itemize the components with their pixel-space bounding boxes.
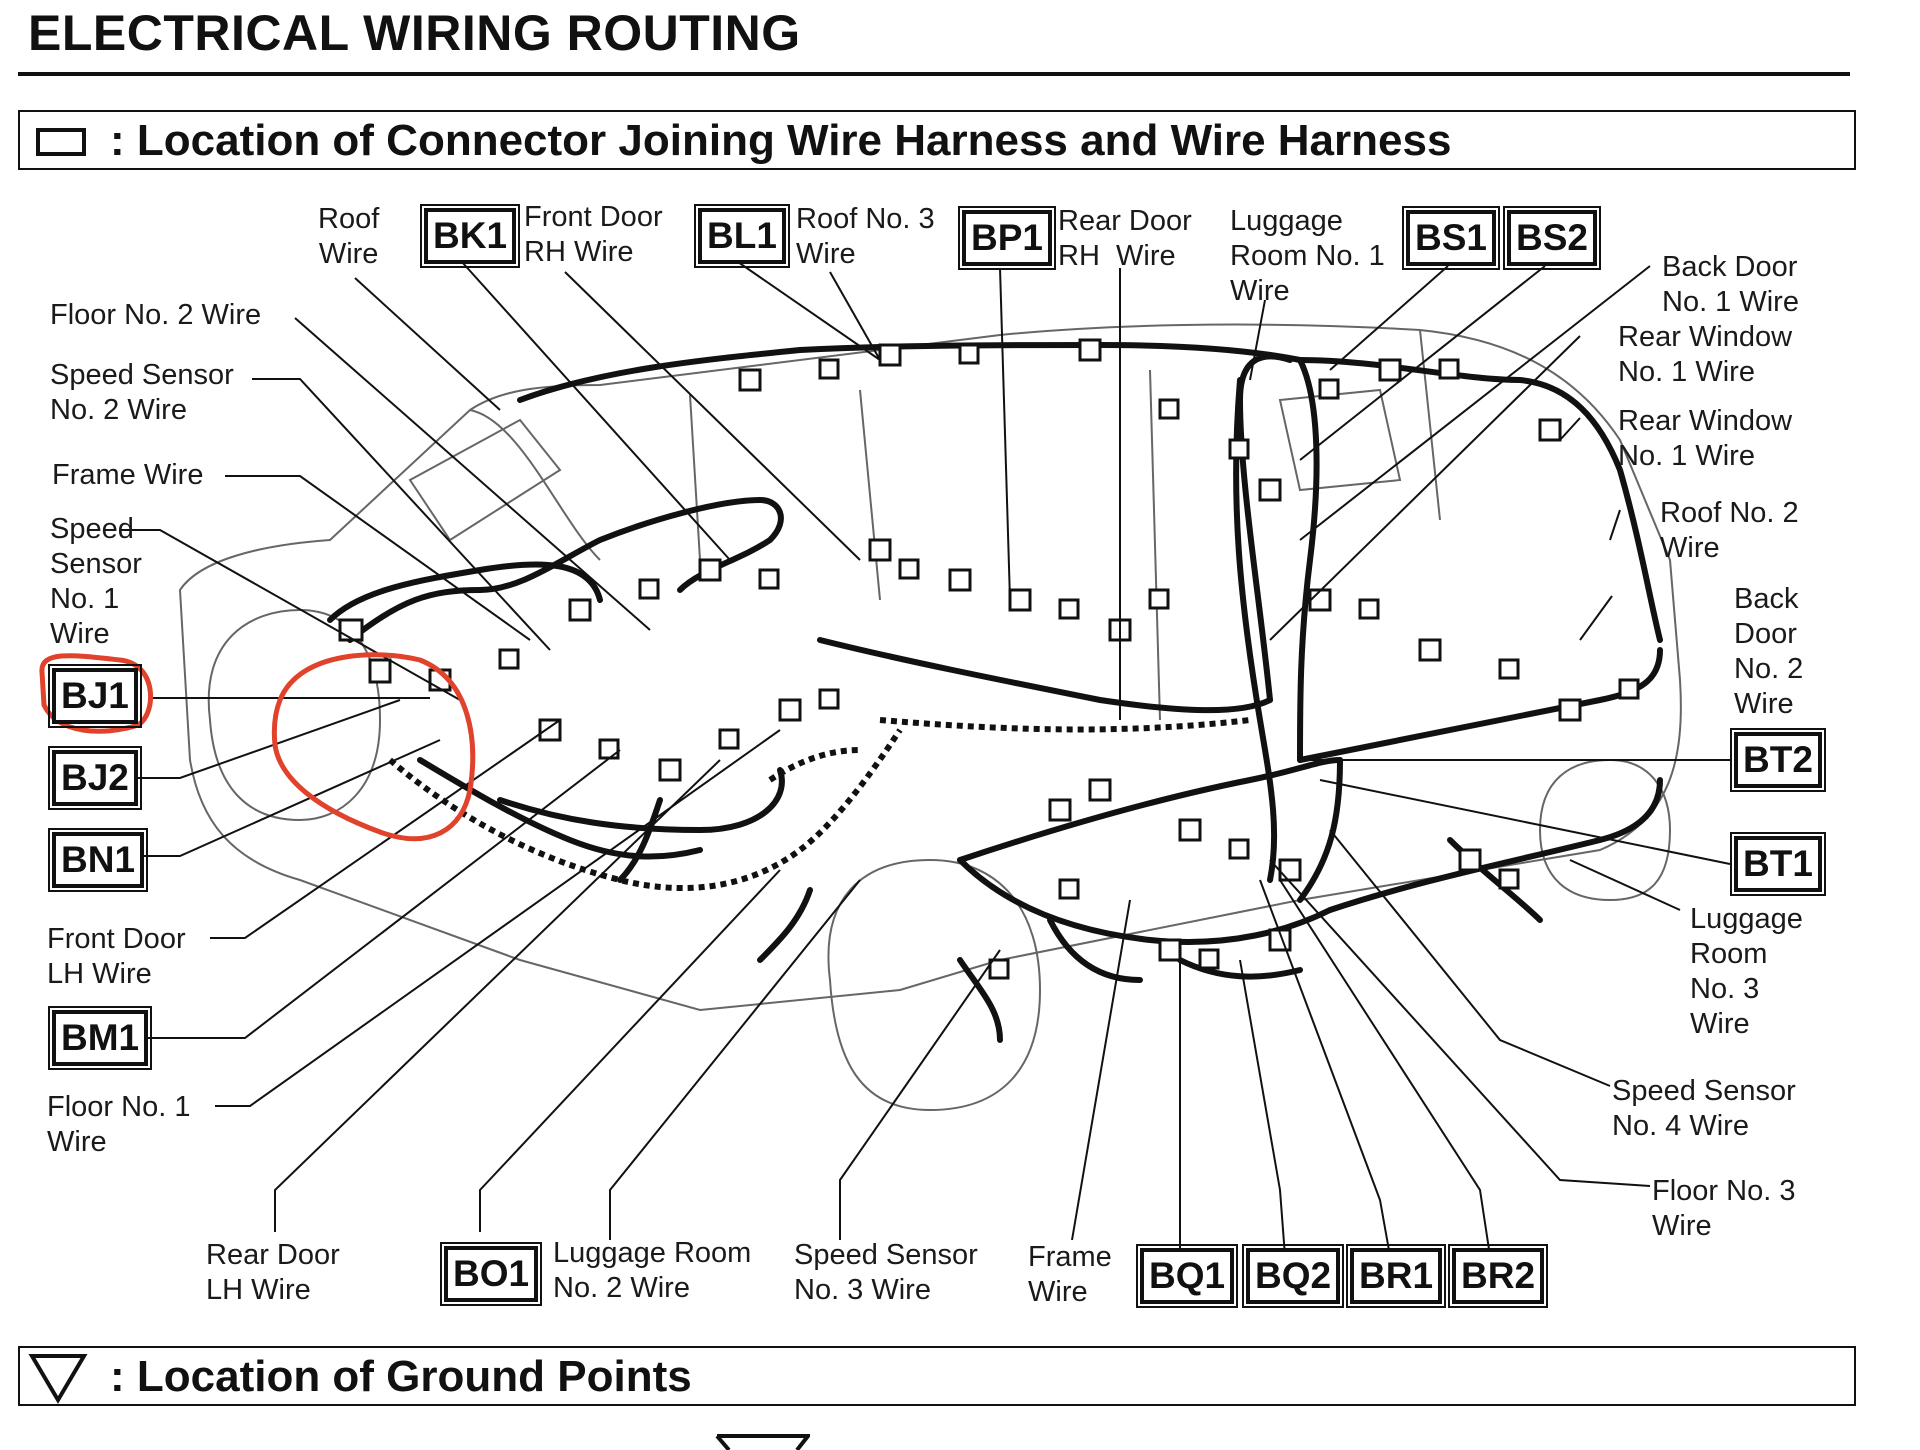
leader-lines <box>120 261 1731 1257</box>
ground-section-header: : Location of Ground Points <box>18 1346 1856 1406</box>
label-speed-sensor-no2-wire: Speed Sensor No. 2 Wire <box>50 359 234 426</box>
label-frame-wire-bottom: Frame Wire <box>1028 1241 1112 1308</box>
floor-harness-dashed <box>388 717 1251 892</box>
label-luggage-room-no2-wire: Luggage Room No. 2 Wire <box>553 1237 752 1304</box>
connector-code-bq1: BQ1 <box>1135 1244 1239 1308</box>
label-floor-no1-wire: Floor No. 1 Wire <box>47 1091 191 1158</box>
label-rear-window-no1-wire-b: Rear Window No. 1 Wire <box>1618 405 1793 472</box>
connector-code-br2: BR2 <box>1447 1244 1549 1308</box>
connector-code-bs2: BS2 <box>1503 206 1601 270</box>
bj1-location-highlight-circle <box>271 652 476 842</box>
vehicle-body-outline <box>178 323 1682 1112</box>
connector-code-bk1: BK1 <box>419 204 521 268</box>
label-back-door-no2-wire: Back Door No. 2 Wire <box>1734 583 1804 720</box>
label-luggage-room-no1-wire: Luggage Room No. 1 Wire <box>1230 205 1385 307</box>
label-rear-door-lh-wire: Rear Door LH Wire <box>206 1239 340 1306</box>
title-rule <box>18 72 1850 76</box>
ground-symbol-fragment <box>715 1434 810 1450</box>
connector-code-bo1: BO1 <box>439 1242 543 1306</box>
connector-code-br1: BR1 <box>1345 1244 1447 1308</box>
ground-section-label: : Location of Ground Points <box>110 1352 692 1401</box>
triangle-down-outline-icon <box>28 1354 88 1404</box>
red-circle-annotations <box>39 652 476 842</box>
bj1-highlight-circle <box>39 653 154 734</box>
label-speed-sensor-no4-wire: Speed Sensor No. 4 Wire <box>1612 1075 1796 1142</box>
label-back-door-no1-wire: Back Door No. 1 Wire <box>1662 251 1799 318</box>
connector-section-label: : Location of Connector Joining Wire Har… <box>110 116 1452 165</box>
label-roof-wire: Roof Wire <box>318 203 380 270</box>
connector-code-bq2: BQ2 <box>1241 1244 1345 1308</box>
label-floor-no2-wire: Floor No. 2 Wire <box>50 299 262 331</box>
page-title: ELECTRICAL WIRING ROUTING <box>28 5 801 61</box>
label-rear-window-no1-wire-a: Rear Window No. 1 Wire <box>1618 321 1793 388</box>
label-front-door-rh-wire: Front Door RH Wire <box>524 201 663 268</box>
label-roof-no3-wire: Roof No. 3 Wire <box>796 203 935 270</box>
wire-harnesses <box>327 342 1663 1043</box>
label-roof-no2-wire: Roof No. 2 Wire <box>1660 497 1799 564</box>
connector-code-bj2: BJ2 <box>48 746 142 810</box>
connector-code-bl1: BL1 <box>694 204 790 268</box>
connector-code-bp1: BP1 <box>958 206 1056 270</box>
connector-code-bm1: BM1 <box>47 1006 153 1070</box>
connector-code-bj1: BJ1 <box>48 664 142 728</box>
label-front-door-lh-wire: Front Door LH Wire <box>47 923 186 990</box>
label-luggage-room-no3-wire: Luggage Room No. 3 Wire <box>1690 903 1803 1040</box>
connector-code-bn1: BN1 <box>47 828 149 892</box>
connector-section-header: : Location of Connector Joining Wire Har… <box>18 110 1856 170</box>
label-frame-wire-left: Frame Wire <box>52 459 204 491</box>
connector-code-bt2: BT2 <box>1730 728 1826 792</box>
connector-code-bs1: BS1 <box>1402 206 1500 270</box>
label-speed-sensor-no3-wire: Speed Sensor No. 3 Wire <box>794 1239 978 1306</box>
connector-code-bt1: BT1 <box>1730 832 1826 896</box>
label-rear-door-rh-wire: Rear Door RH Wire <box>1058 205 1192 272</box>
label-speed-sensor-no1-wire: Speed Sensor No. 1 Wire <box>50 513 142 650</box>
label-floor-no3-wire: Floor No. 3 Wire <box>1652 1175 1796 1242</box>
rectangle-outline-icon <box>36 128 86 156</box>
